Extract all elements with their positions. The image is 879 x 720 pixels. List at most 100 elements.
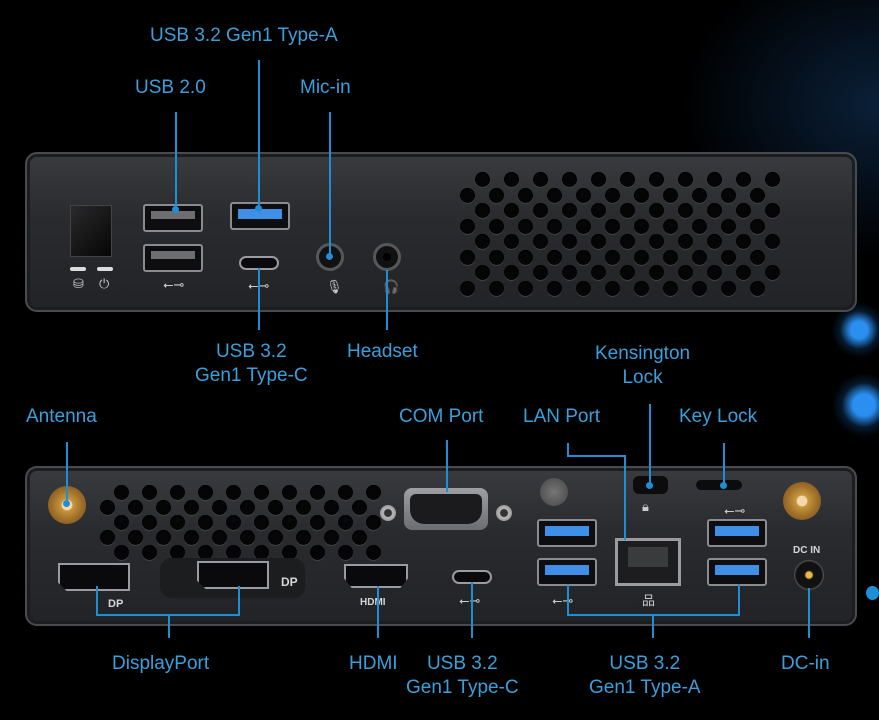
vent-hole [296,530,311,545]
vent-hole [460,187,475,203]
callout-line [377,586,379,638]
microphone-icon: 🎙 [326,279,343,294]
vent-hole [561,265,577,280]
vent-hole [170,485,185,500]
usb32-typea-rear-1[interactable] [537,519,597,547]
usb20-port-bottom[interactable] [143,244,203,272]
vent-hole [677,203,693,218]
vent-hole [142,515,157,530]
vent-hole [619,203,635,218]
vent-hole [310,515,325,530]
vent-hole [184,530,199,545]
callout-line [96,586,98,616]
label-line: USB 3.2 [215,341,287,362]
hdmi-port[interactable] [344,564,408,588]
background-glow [866,586,879,600]
vent-hole [532,234,548,249]
vent-hole [634,280,649,296]
vent-hole [663,187,678,203]
vent-hole [366,545,381,560]
vent-hole [547,218,562,234]
vent-hole [198,545,213,560]
vent-hole [721,187,736,203]
vent-hole [226,485,241,500]
vent-hole [634,249,649,265]
vent-hole [576,218,591,234]
vent-hole [518,249,533,265]
key-lock-slot[interactable] [696,480,742,490]
vent-hole [460,249,475,265]
label-line: Gen1 Type-C [195,365,308,386]
label-antenna: Antenna [26,406,97,427]
vent-hole [254,485,269,500]
vent-hole [352,530,367,545]
vent-hole [663,249,678,265]
usb-icon: ⭠⊸ [163,277,185,292]
headset-jack[interactable] [373,243,401,271]
vent-hole [547,187,562,203]
hdmi-silkscreen: HDMI [360,597,386,608]
lan-port[interactable] [615,538,681,586]
vent-hole [648,172,664,187]
vent-hole [254,545,269,560]
vent-hole [282,545,297,560]
vent-hole [634,218,649,234]
com-port[interactable] [404,488,488,530]
vent-hole [648,234,664,249]
vent-hole [503,234,519,249]
displayport-1[interactable] [58,563,130,591]
vent-hole [735,203,751,218]
vent-hole [605,249,620,265]
vent-hole [474,265,490,280]
antenna-connector-right[interactable] [783,482,821,520]
label-lan-port: LAN Port [523,406,601,427]
vent-hole [489,280,504,296]
vent-hole [590,234,606,249]
dp1-silkscreen: DP [108,598,124,610]
vent-hole [114,515,129,530]
vent-hole [605,187,620,203]
vent-hole [532,203,548,218]
vent-hole [532,265,548,280]
dc-in-jack[interactable] [794,560,824,590]
vent-hole [576,280,591,296]
power-led [97,267,113,271]
vent-hole [170,545,185,560]
com-port-inner [410,494,482,524]
vent-hole [474,203,490,218]
rear-vent-grille [100,485,381,565]
power-button[interactable] [70,205,112,257]
vent-hole [338,515,353,530]
vent-hole [605,280,620,296]
vent-hole [489,187,504,203]
vent-hole [735,265,751,280]
vent-hole [547,249,562,265]
usb32-typea-rear-2[interactable] [537,558,597,586]
displayport-2[interactable] [197,561,269,589]
vent-hole [648,203,664,218]
label-key-lock: Key Lock [679,406,758,427]
dp2-silkscreen: DP [281,575,298,589]
vent-hole [460,218,475,234]
vent-hole [692,280,707,296]
vent-hole [240,500,255,515]
vent-hole [692,218,707,234]
vent-hole [489,249,504,265]
label-usbc-front: USB 3.2 Gen1 Type-C [195,340,308,388]
vent-hole [324,530,339,545]
usb32-typea-rear-4[interactable] [707,558,767,586]
vent-hole [226,545,241,560]
vent-hole [663,280,678,296]
label-usb20: USB 2.0 [135,77,206,98]
label-line: Kensington [595,343,691,364]
callout-line [168,614,170,638]
vent-hole [366,515,381,530]
vent-hole [590,265,606,280]
label-usba-rear: USB 3.2 Gen1 Type-A [589,652,701,700]
usb32-typea-rear-3[interactable] [707,519,767,547]
label-usbc-rear: USB 3.2 Gen1 Type-C [406,652,519,700]
callout-dot [63,500,70,507]
vent-hole [268,530,283,545]
usb32-typea-front-port[interactable] [230,202,290,230]
vent-hole [503,172,519,187]
